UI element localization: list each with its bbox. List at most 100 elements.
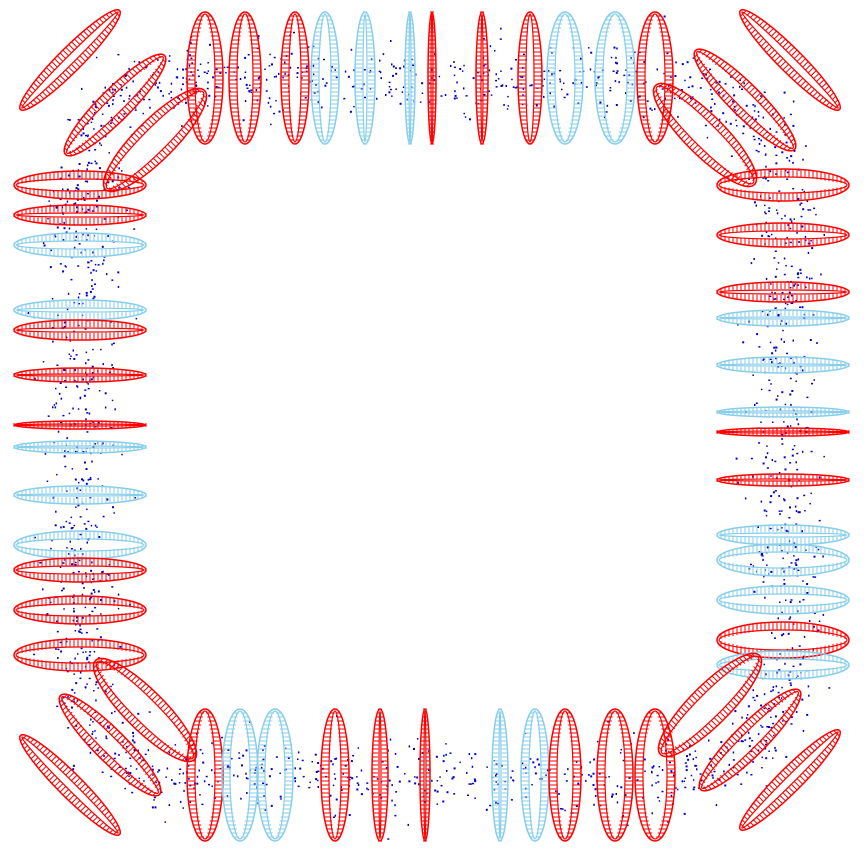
particle-dot-icon: [803, 313, 806, 316]
particle-dot-icon: [275, 99, 277, 102]
particle-dot-icon: [74, 630, 77, 632]
particle-dot-icon: [773, 298, 776, 300]
particle-dot-icon: [792, 124, 795, 127]
particle-dot-icon: [257, 35, 260, 38]
particle-dot-icon: [749, 750, 752, 753]
particle-dot-icon: [103, 259, 105, 262]
particle-dot-icon: [781, 151, 784, 154]
particle-dot-icon: [693, 786, 696, 788]
particle-dot-icon: [168, 55, 171, 57]
particle-dot-icon: [110, 116, 113, 119]
particle-dot-icon: [559, 80, 562, 83]
particle-dot-icon: [512, 779, 515, 782]
particle-dot-icon: [774, 637, 776, 639]
particle-dot-icon: [781, 549, 783, 552]
particle-dot-icon: [227, 749, 230, 751]
particle-dot-icon: [105, 273, 108, 276]
particle-dot-icon: [65, 336, 68, 339]
particle-dot-icon: [396, 765, 399, 768]
particle-dot-icon: [89, 724, 91, 726]
particle-dot-icon: [784, 169, 787, 172]
particle-dot-icon: [553, 105, 555, 108]
particle-dot-icon: [760, 553, 763, 556]
particle-dot-icon: [95, 683, 97, 686]
particle-dot-icon: [563, 773, 566, 775]
particle-dot-icon: [767, 726, 770, 728]
particle-dot-icon: [681, 780, 683, 783]
particle-dot-icon: [48, 200, 50, 202]
particle-dot-icon: [629, 99, 632, 102]
particle-dot-icon: [804, 510, 806, 512]
particle-dot-icon: [244, 100, 247, 103]
particle-dot-icon: [182, 68, 185, 71]
particle-dot-icon: [238, 757, 241, 759]
particle-dot-icon: [609, 87, 612, 89]
particle-dot-icon: [811, 382, 813, 385]
particle-dot-icon: [54, 406, 57, 409]
particle-dot-icon: [766, 445, 768, 447]
particle-dot-icon: [665, 743, 668, 746]
particle-dot-icon: [781, 510, 783, 512]
particle-dot-icon: [485, 808, 488, 811]
particle-dot-icon: [598, 75, 601, 78]
particle-dot-icon: [802, 158, 804, 161]
particle-dot-icon: [532, 761, 535, 764]
particle-dot-icon: [79, 489, 82, 491]
particle-dot-icon: [795, 567, 798, 570]
particle-dot-icon: [69, 151, 72, 153]
particle-dot-icon: [180, 88, 183, 91]
particle-dot-icon: [755, 149, 758, 152]
particle-dot-icon: [76, 206, 78, 209]
particle-dot-icon: [263, 795, 266, 797]
particle-dot-icon: [791, 454, 794, 457]
particle-dot-icon: [663, 15, 666, 18]
particle-dot-icon: [182, 83, 184, 85]
particle-dot-icon: [75, 354, 78, 356]
particle-dot-icon: [595, 795, 597, 797]
particle-dot-icon: [87, 387, 90, 390]
particle-dot-icon: [207, 105, 209, 107]
particle-dot-icon: [403, 65, 406, 68]
particle-dot-icon: [788, 679, 791, 681]
particle-dot-icon: [86, 431, 89, 433]
particle-dot-icon: [684, 79, 686, 82]
particle-dot-icon: [90, 378, 93, 381]
particle-dot-icon: [151, 765, 154, 768]
particle-dot-icon: [769, 170, 772, 173]
particle-dot-icon: [72, 619, 74, 622]
particle-dot-icon: [64, 265, 66, 267]
particle-dot-icon: [511, 770, 514, 772]
particle-dot-icon: [71, 468, 74, 470]
particle-dot-icon: [606, 104, 609, 107]
particle-dot-icon: [198, 769, 200, 772]
particle-dot-icon: [270, 768, 273, 771]
particle-dot-icon: [70, 527, 73, 530]
particle-dot-icon: [85, 134, 87, 137]
particle-dot-icon: [809, 277, 811, 280]
particle-dot-icon: [91, 639, 93, 642]
particle-dot-icon: [42, 588, 44, 591]
particle-dot-icon: [65, 637, 68, 640]
particle-dot-icon: [360, 769, 363, 772]
particle-dot-icon: [54, 524, 57, 527]
particle-dot-icon: [356, 788, 359, 791]
particle-dot-icon: [73, 607, 75, 610]
particle-dot-icon: [68, 227, 71, 230]
particle-dot-icon: [394, 752, 397, 755]
particle-dot-icon: [752, 696, 755, 699]
particle-dot-icon: [74, 657, 76, 660]
particle-dot-icon: [388, 91, 391, 94]
particle-dot-icon: [802, 208, 805, 211]
particle-dot-icon: [199, 63, 202, 65]
particle-dot-icon: [598, 773, 601, 775]
particle-dot-icon: [92, 446, 95, 449]
particle-dot-icon: [555, 790, 557, 792]
particle-dot-icon: [85, 482, 88, 485]
particle-dot-icon: [594, 788, 597, 791]
particle-dot-icon: [753, 138, 756, 141]
particle-dot-icon: [349, 776, 352, 779]
particle-dot-icon: [60, 421, 63, 424]
particle-dot-icon: [783, 456, 786, 459]
particle-dot-icon: [768, 197, 771, 199]
particle-dot-icon: [102, 363, 104, 366]
